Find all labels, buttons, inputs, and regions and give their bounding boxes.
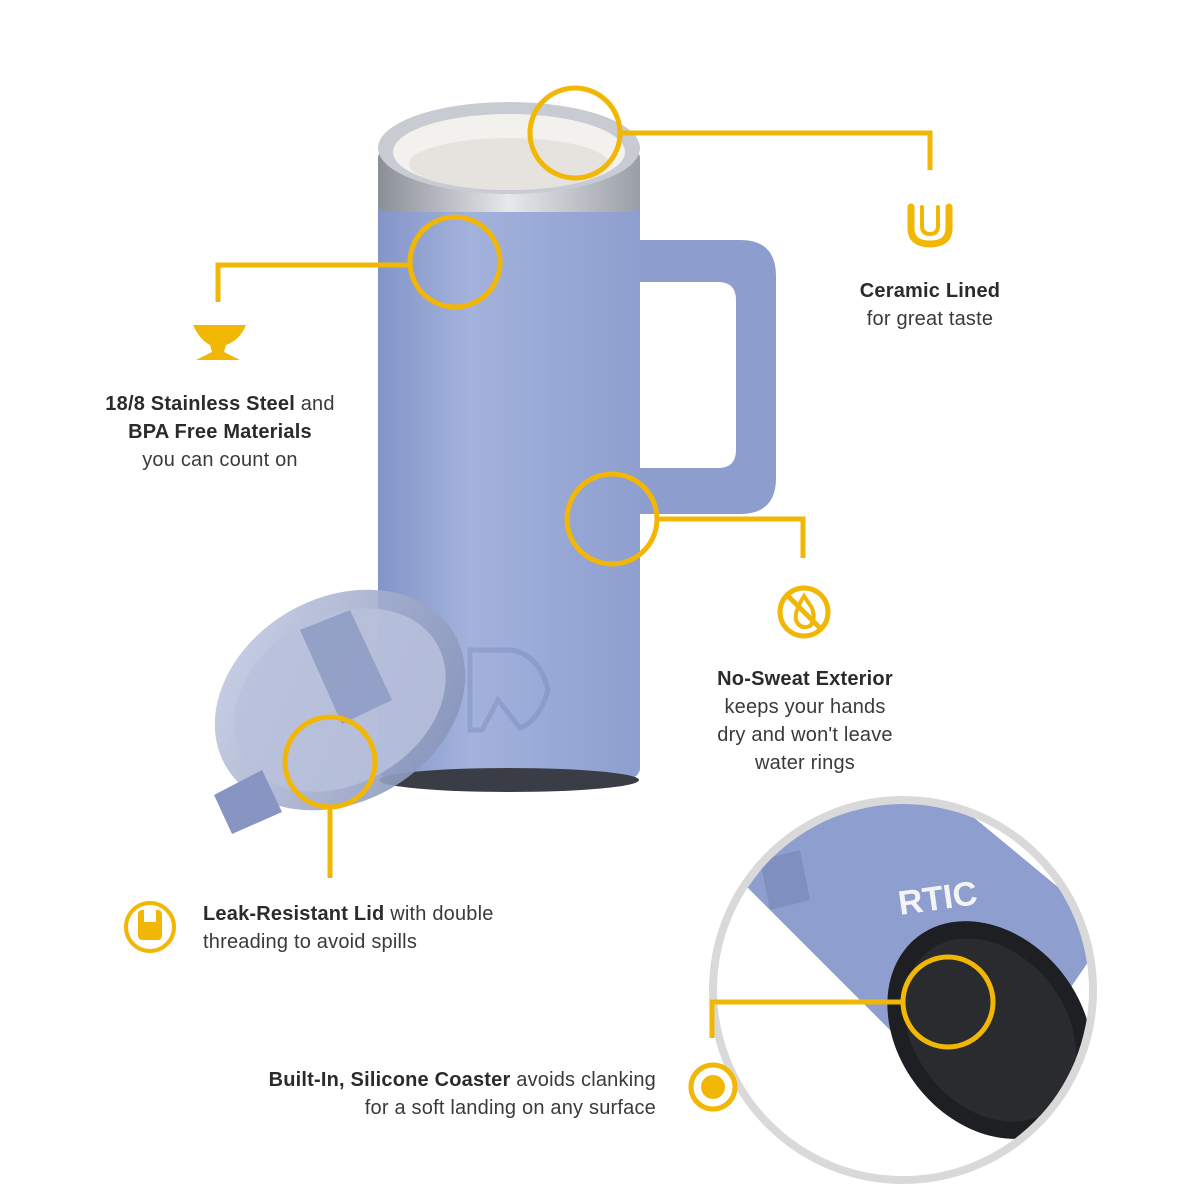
lid — [214, 589, 466, 834]
zoom-inset — [709, 796, 1097, 1184]
callout-ceramic-desc: for great taste — [866, 308, 994, 330]
callout-sweat: No-Sweat Exterior keeps your hands dry a… — [680, 665, 930, 777]
callout-lid-title: Leak-Resistant Lid — [203, 903, 385, 925]
callout-lid: Leak-Resistant Lid with double threading… — [203, 900, 563, 956]
callout-steel-title1: 18/8 Stainless Steel — [105, 393, 295, 415]
callout-coaster-title: Built-In, Silicone Coaster — [268, 1069, 511, 1091]
callout-ceramic-title: Ceramic Lined — [859, 280, 1001, 302]
callout-sweat-desc3: water rings — [754, 752, 855, 774]
callout-steel-title2: BPA Free Materials — [128, 421, 312, 443]
callout-steel-desc: you can count on — [142, 449, 298, 471]
callout-coaster-rest: avoids clanking — [510, 1069, 656, 1091]
no-water-drop-icon — [777, 585, 831, 639]
u-shape-icon — [907, 203, 953, 248]
callout-lid-rest: with double — [384, 903, 494, 925]
callout-ceramic: Ceramic Lined for great taste — [830, 277, 1030, 333]
callout-steel-mid: and — [294, 393, 335, 415]
callout-coaster: Built-In, Silicone Coaster avoids clanki… — [180, 1066, 656, 1122]
callout-lid-desc: threading to avoid spills — [203, 931, 418, 953]
lid-icon — [124, 901, 176, 953]
callout-sweat-title: No-Sweat Exterior — [717, 668, 893, 690]
callout-sweat-desc1: keeps your hands — [724, 696, 886, 718]
bear-logo-icon — [467, 647, 551, 733]
callout-steel: 18/8 Stainless Steel and BPA Free Materi… — [70, 390, 370, 474]
callout-sweat-desc2: dry and won't leave — [717, 724, 893, 746]
callout-ring-steel — [407, 214, 503, 310]
coaster-dot-icon — [688, 1062, 738, 1112]
anvil-icon — [193, 325, 246, 360]
callout-lines — [215, 85, 996, 1050]
callout-coaster-desc: for a soft landing on any surface — [364, 1097, 656, 1119]
